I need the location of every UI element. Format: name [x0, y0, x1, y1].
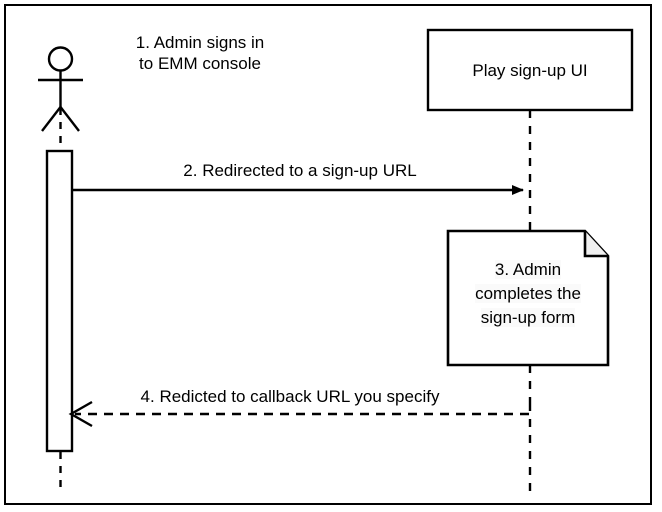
diagram-border — [4, 4, 652, 505]
message-2-label: 4. Redicted to callback URL you specify — [140, 387, 440, 406]
participant-label: Play sign-up UI — [472, 61, 588, 80]
actor-caption-line-2: to EMM console — [139, 54, 261, 73]
actor-activation-bar — [45, 149, 74, 453]
actor-caption-line-1: 1. Admin signs in — [135, 33, 265, 52]
actor-stick-figure-icon — [38, 46, 83, 132]
note-line-1: 3. Admin — [494, 260, 562, 279]
message-2-arrowhead — [68, 400, 93, 428]
message-1-label: 2. Redirected to a sign-up URL — [183, 161, 417, 180]
actor-caption: 1. Admin signs in to EMM console — [92, 32, 308, 74]
note-text: 3. Admin completes the sign-up form — [452, 258, 604, 330]
participant-box — [426, 28, 634, 112]
note-line-2: completes the — [475, 284, 581, 303]
note-line-3: sign-up form — [480, 308, 576, 327]
